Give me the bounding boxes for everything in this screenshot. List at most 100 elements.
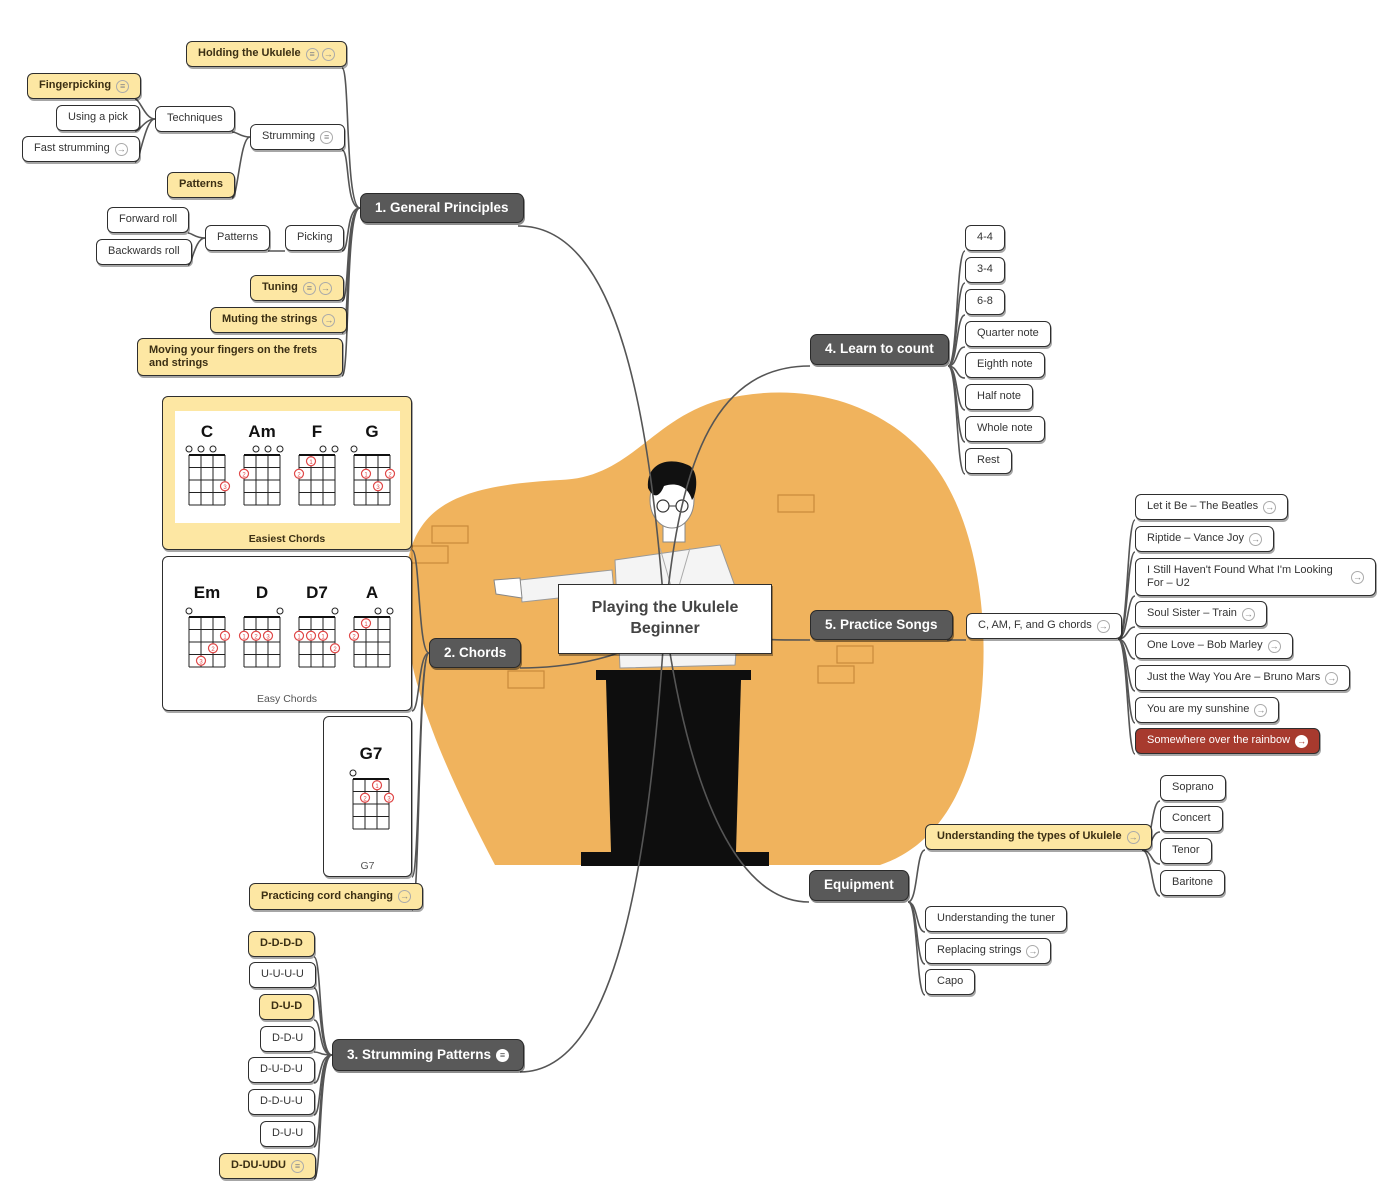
finger-position-dot	[372, 481, 384, 492]
topic-moving-fingers[interactable]: Moving your fingers on the frets and str…	[137, 338, 343, 376]
finger-number: 1	[309, 634, 313, 640]
count-item-3[interactable]: 6-8	[965, 289, 1005, 315]
link-arrow-icon[interactable]: →	[1295, 734, 1309, 748]
chord-name: D7	[306, 583, 328, 602]
topic-patterns-highlight[interactable]: Patterns	[167, 172, 236, 198]
strum-pattern-6[interactable]: D-D-U-U	[248, 1089, 315, 1115]
link-arrow-icon[interactable]: →	[322, 313, 336, 327]
link-arrow-icon[interactable]: →	[321, 47, 335, 61]
link-arrow-icon[interactable]: →	[1325, 671, 1339, 685]
strum-pattern-4[interactable]: D-D-U	[260, 1026, 316, 1052]
song-item-6[interactable]: Just the Way You Are – Bruno Mars→	[1135, 665, 1351, 691]
strum-pattern-2[interactable]: U-U-U-U	[249, 962, 316, 988]
connector-line	[907, 901, 926, 965]
song-item-3[interactable]: I Still Haven't Found What I'm Looking F…	[1135, 558, 1376, 596]
strum-pattern-7[interactable]: D-U-U	[260, 1121, 316, 1147]
count-item-4[interactable]: Quarter note	[965, 321, 1051, 347]
count-item-8[interactable]: Rest	[965, 448, 1012, 474]
note-icon[interactable]: ≡	[496, 1048, 510, 1062]
branch-equipment[interactable]: Equipment	[809, 870, 909, 901]
finger-position-dot	[293, 468, 305, 479]
central-topic[interactable]: Playing the Ukulele Beginner	[558, 584, 772, 654]
note-icon[interactable]: ≡	[116, 79, 130, 93]
topic-understanding-tuner[interactable]: Understanding the tuner	[925, 906, 1068, 932]
open-string-marker	[350, 445, 358, 453]
link-arrow-icon[interactable]: →	[1267, 639, 1281, 653]
branch-learn-to-count[interactable]: 4. Learn to count	[810, 334, 949, 365]
note-icon[interactable]: ≡	[302, 281, 316, 295]
link-arrow-icon[interactable]: →	[1126, 830, 1140, 844]
count-item-1[interactable]: 4-4	[965, 225, 1005, 251]
ukulele-type-1[interactable]: Soprano	[1160, 775, 1226, 801]
strum-pattern-3[interactable]: D-U-D	[259, 994, 315, 1020]
connector-line	[313, 987, 333, 1056]
topic-holding-ukulele[interactable]: Holding the Ukulele≡→	[186, 41, 347, 67]
link-arrow-icon[interactable]: →	[1241, 607, 1255, 621]
open-string-marker	[374, 607, 382, 615]
song-item-1[interactable]: Let it Be – The Beatles→	[1135, 494, 1289, 520]
topic-fingerpicking[interactable]: Fingerpicking≡	[27, 73, 142, 99]
topic-tuning[interactable]: Tuning≡→	[250, 275, 344, 301]
chord-card-caption: Easiest Chords	[248, 533, 326, 545]
topic-fast-strumming[interactable]: Fast strumming →	[22, 136, 140, 162]
link-arrow-icon[interactable]: →	[1096, 619, 1110, 633]
link-arrow-icon[interactable]: →	[1026, 944, 1040, 958]
note-icon[interactable]: ≡	[320, 130, 334, 144]
link-arrow-icon[interactable]: →	[398, 890, 412, 903]
topic-label: You are my sunshine	[1147, 703, 1250, 716]
topic-practicing-chord-changing[interactable]: Practicing cord changing→	[249, 883, 424, 910]
song-item-2[interactable]: Riptide – Vance Joy→	[1135, 526, 1275, 552]
count-item-5[interactable]: Eighth note	[965, 352, 1045, 378]
note-icon[interactable]: ≡	[305, 47, 319, 61]
strum-pattern-5[interactable]: D-U-D-U	[248, 1057, 315, 1083]
count-item-2[interactable]: 3-4	[965, 257, 1005, 283]
topic-ukulele-types[interactable]: Understanding the types of Ukulele→	[925, 824, 1152, 850]
branch-chords[interactable]: 2. Chords	[429, 638, 522, 668]
topic-using-pick[interactable]: Using a pick	[56, 105, 140, 131]
ukulele-type-4[interactable]: Baritone	[1160, 870, 1225, 896]
topic-picking[interactable]: Picking	[285, 225, 345, 251]
count-item-7[interactable]: Whole note	[965, 416, 1045, 442]
finger-number: 2	[388, 472, 392, 478]
topic-label: 4-4	[977, 231, 993, 244]
open-string-marker	[197, 445, 205, 453]
topic-muting-strings[interactable]: Muting the strings→	[210, 307, 348, 333]
ukulele-type-3[interactable]: Tenor	[1160, 838, 1212, 864]
topic-capo[interactable]: Capo	[925, 969, 976, 995]
count-item-6[interactable]: Half note	[965, 384, 1034, 410]
branch-practice-songs[interactable]: 5. Practice Songs	[810, 610, 953, 640]
topic-basic-chords[interactable]: C, AM, F, and G chords→	[966, 613, 1122, 639]
connector-line	[1141, 849, 1161, 897]
song-item-4[interactable]: Soul Sister – Train→	[1135, 601, 1267, 627]
link-arrow-icon[interactable]: →	[1351, 570, 1364, 584]
strum-pattern-8[interactable]: D-DU-UDU ≡	[219, 1153, 316, 1179]
link-arrow-icon[interactable]: →	[1249, 532, 1263, 546]
topic-label: Fast strumming	[34, 142, 110, 155]
topic-forward-roll[interactable]: Forward roll	[107, 207, 190, 233]
strum-pattern-1[interactable]: D-D-D-D	[248, 931, 315, 957]
topic-patterns[interactable]: Patterns	[205, 225, 270, 251]
link-arrow-icon[interactable]: →	[1263, 500, 1277, 514]
branch-strumming-patterns[interactable]: 3. Strumming Patterns≡	[332, 1039, 525, 1071]
branch-general-principles[interactable]: 1. General Principles	[360, 193, 524, 223]
link-arrow-icon[interactable]: →	[1254, 703, 1268, 717]
topic-techniques[interactable]: Techniques	[155, 106, 235, 132]
topic-replacing-strings[interactable]: Replacing strings→	[925, 938, 1052, 964]
song-item-7[interactable]: You are my sunshine →	[1135, 697, 1280, 723]
topic-strumming[interactable]: Strumming≡	[250, 124, 346, 150]
song-item-8[interactable]: Somewhere over the rainbow→	[1135, 728, 1321, 754]
topic-label: D-DU-UDU	[231, 1159, 286, 1172]
connector-line	[907, 849, 926, 903]
topic-backwards-roll[interactable]: Backwards roll	[96, 239, 192, 265]
link-arrow-icon[interactable]: →	[318, 281, 332, 295]
note-icon[interactable]: ≡	[291, 1159, 304, 1173]
link-arrow-icon[interactable]: →	[114, 142, 128, 156]
connector-line	[1117, 638, 1136, 755]
song-item-5[interactable]: One Love – Bob Marley→	[1135, 633, 1293, 659]
ukulele-type-2[interactable]: Concert	[1160, 806, 1223, 832]
